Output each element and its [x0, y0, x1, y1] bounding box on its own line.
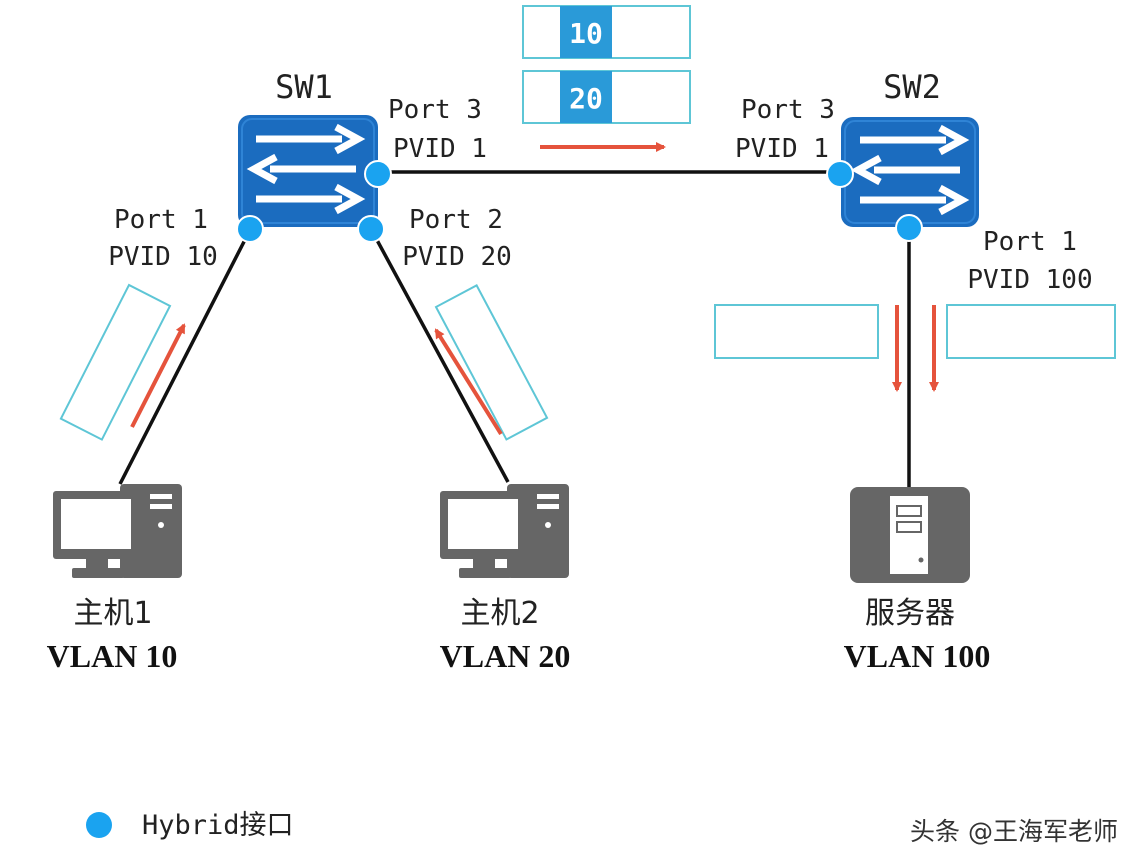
server-vlan: VLAN 100: [844, 638, 991, 674]
legend-label: Hybrid接口: [142, 810, 294, 841]
port-dot-icon: [86, 812, 112, 838]
port-dot-icon[interactable]: [364, 160, 392, 188]
arrow-up-icon: [130, 323, 186, 428]
sw1-port3-pvid: PVID 1: [393, 134, 487, 164]
desktop-computer-icon[interactable]: [440, 484, 569, 578]
sw2-port3-label: Port 3: [741, 95, 835, 125]
link-sw1-host2: [369, 228, 510, 483]
host1-name: 主机1: [73, 596, 152, 631]
sw2-port3-pvid: PVID 1: [735, 134, 829, 164]
frame-tagged-10: 10: [522, 5, 691, 59]
server-name: 服务器: [865, 596, 955, 631]
port-dot-icon[interactable]: [357, 215, 385, 243]
host2-name: 主机2: [460, 596, 539, 631]
vlan-tag: [560, 6, 612, 58]
legend: Hybrid接口: [86, 810, 294, 841]
vlan-tag-label: 10: [569, 17, 603, 50]
frame-tagged-20: 20: [522, 70, 691, 124]
port-dot-icon[interactable]: [895, 214, 923, 242]
sw2-name: SW2: [883, 68, 941, 106]
watermark: 头条 @王海军老师: [910, 817, 1118, 846]
sw1-port1-pvid: PVID 10: [108, 242, 218, 272]
sw1-port3-label: Port 3: [388, 95, 482, 125]
switch-sw2[interactable]: [841, 117, 979, 227]
sw1-port2-label: Port 2: [409, 205, 503, 235]
desktop-computer-icon[interactable]: [53, 484, 182, 578]
arrow-up-icon: [434, 328, 503, 436]
server-icon[interactable]: [850, 487, 970, 583]
host2-vlan: VLAN 20: [440, 638, 571, 674]
sw2-port1-pvid: PVID 100: [967, 265, 1092, 295]
port-dot-icon[interactable]: [236, 215, 264, 243]
frame-untagged-server-left: [714, 304, 879, 359]
sw1-port2-pvid: PVID 20: [402, 242, 512, 272]
sw2-port1-label: Port 1: [983, 227, 1077, 257]
frame-untagged-host2: [434, 284, 549, 441]
sw1-port1-label: Port 1: [114, 205, 208, 235]
vlan-tag: [560, 71, 612, 123]
switch-sw1[interactable]: [238, 115, 378, 227]
frame-untagged-server-right: [946, 304, 1116, 359]
frame-untagged-host1: [59, 283, 172, 441]
link-sw1-host1: [118, 229, 252, 485]
host1-vlan: VLAN 10: [47, 638, 178, 674]
vlan-tag-label: 20: [569, 82, 603, 115]
port-dot-icon[interactable]: [826, 160, 854, 188]
sw1-name: SW1: [275, 68, 333, 106]
